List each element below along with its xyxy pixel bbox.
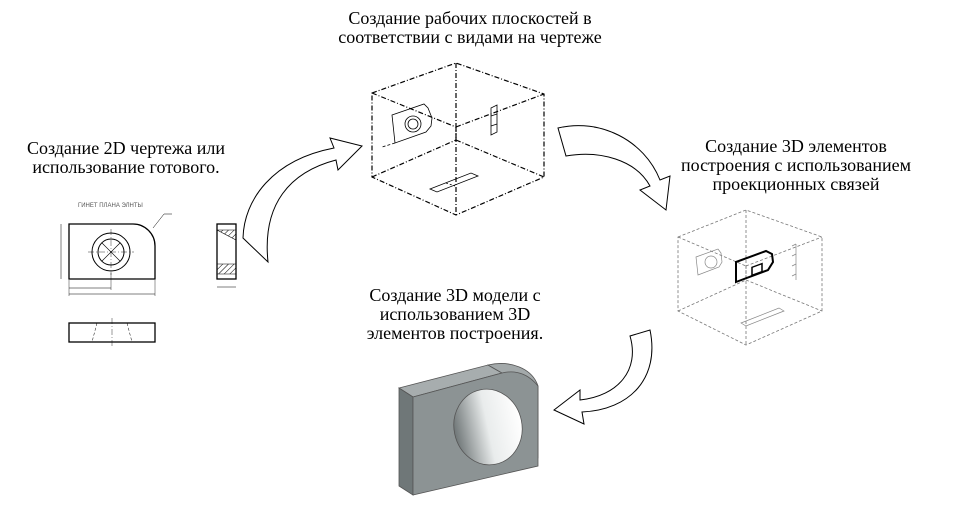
construction-elements-cube [677,209,823,346]
caption-step-3d-model: Создание 3D модели с использованием 3D э… [320,286,590,343]
caption-line: Создание 3D элементов [705,136,887,156]
caption-line: использованием 3D [379,304,531,324]
caption-step-2d-drawing: Создание 2D чертежа или использование го… [0,139,252,177]
arrow-step3-to-step4 [553,329,653,425]
caption-line: проекционных связей [712,174,880,194]
drawing-title: ГИНЕТ ПЛАНА ЭЛНТЫ [78,203,143,209]
side-view-outline [216,223,237,280]
construction-elements-sketches [695,243,797,327]
caption-line: соответствии с видами на чертеже [338,27,602,47]
caption-line: элементов построения. [366,323,544,343]
solid-3d-model [398,363,539,496]
caption-line: Создание 3D модели с [369,285,541,305]
arrow-step2-to-step3 [557,125,671,211]
caption-line: Создание рабочих плоскостей в [348,8,592,28]
caption-line: использование готового. [32,157,220,177]
work-planes-cube [371,62,545,216]
front-view-outline [68,223,156,280]
construction-profile [735,249,775,284]
work-planes-projections [381,103,498,193]
caption-line: Создание 2D чертежа или [26,138,226,158]
drawing-2d: ГИНЕТ ПЛАНА ЭЛНТЫ [60,203,237,346]
caption-step-3d-elements: Создание 3D элементов построения с испол… [646,137,946,194]
caption-step-work-planes: Создание рабочих плоскостей в соответств… [300,9,640,47]
caption-line: построения с использованием [680,155,911,175]
arrow-step1-to-step2 [242,137,363,264]
